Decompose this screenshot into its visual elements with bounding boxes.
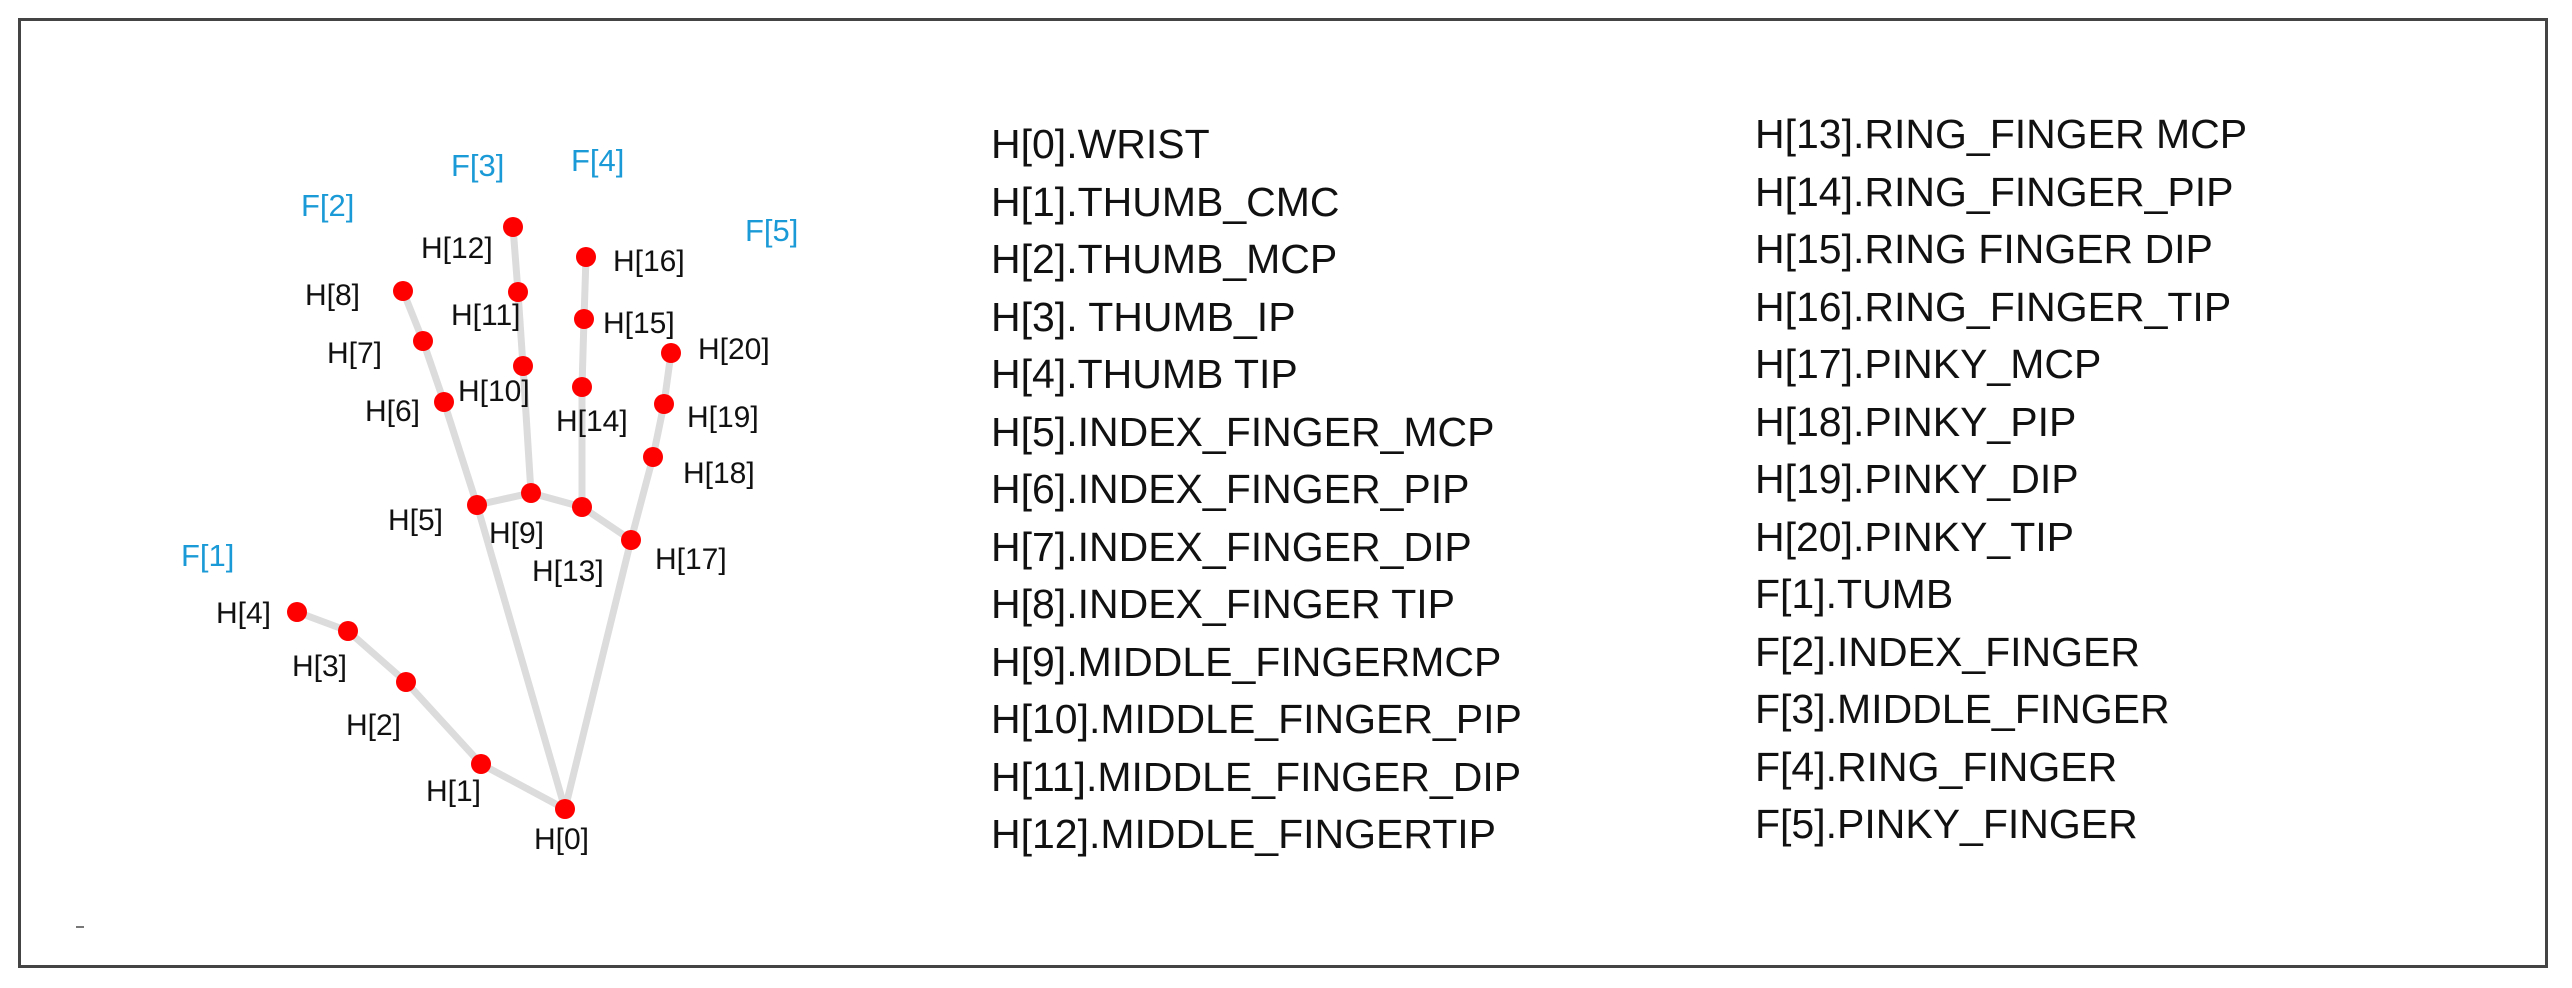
finger-label-f5: F[5]: [745, 213, 798, 248]
legend-col2-item: H[18].PINKY_PIP: [1755, 398, 2077, 445]
landmark-label-h11: H[11]: [451, 299, 520, 332]
legend-col1-item: H[6].INDEX_FINGER_PIP: [991, 466, 1470, 512]
legend-col1-item: H[5].INDEX_FINGER_MCP: [991, 408, 1495, 455]
legend-col2-item: H[19].PINKY_DIP: [1755, 456, 2079, 502]
finger-label-f3: F[3]: [451, 148, 504, 183]
joint-h10: [513, 356, 533, 376]
legend-col1-item: H[12].MIDDLE_FINGERTIP: [991, 811, 1497, 857]
joint-h0: [555, 799, 575, 819]
stray-mark: [76, 926, 84, 928]
finger-label-f2: F[2]: [301, 188, 354, 223]
bone-0-5: [473, 501, 569, 813]
legend-col2-item: F[1].TUMB: [1755, 571, 1954, 617]
joint-h18: [643, 447, 663, 467]
joint-h7: [413, 331, 433, 351]
landmark-label-h20: H[20]: [698, 333, 770, 366]
joint-h3: [338, 621, 358, 641]
joint-h4: [287, 602, 307, 622]
bone-10-11: [514, 288, 527, 370]
bone-0-1: [477, 760, 569, 813]
bone-5-6: [440, 398, 481, 509]
legend-col1-item: H[2].THUMB_MCP: [991, 236, 1338, 282]
landmark-label-h3: H[3]: [292, 650, 347, 683]
joint-h9: [521, 483, 541, 503]
joint-h13: [572, 497, 592, 517]
landmark-label-h0: H[0]: [534, 823, 589, 856]
bone-6-7: [419, 337, 448, 406]
legend-col1-item: H[10].MIDDLE_FINGER_PIP: [991, 696, 1522, 742]
joint-h14: [572, 377, 592, 397]
landmark-label-h2: H[2]: [346, 709, 401, 742]
joint-h5: [467, 495, 487, 515]
legend-col2-item: H[20].PINKY_TIP: [1755, 513, 2075, 560]
legend-col1-item: H[0].WRIST: [991, 121, 1210, 167]
figure-frame: H[0] H[1] H[2] H[3] H[4] H[5] H[6] H[7] H[8] H[9]…: [18, 18, 2548, 968]
legend-col2-item: H[14].RING_FINGER_PIP: [1755, 168, 2234, 215]
bone-11-12: [509, 223, 522, 296]
joint-h11: [508, 282, 528, 302]
joint-h6: [434, 392, 454, 412]
bone-1-2: [402, 678, 485, 768]
landmark-label-h5: H[5]: [388, 504, 443, 537]
legend-col1-item: H[4].THUMB TIP: [991, 351, 1298, 397]
finger-label-f4: F[4]: [571, 143, 624, 178]
landmark-label-h4: H[4]: [216, 597, 271, 630]
legend-col1-item: H[3]. THUMB_IP: [991, 293, 1296, 340]
legend-col2-item: H[17].PINKY_MCP: [1755, 341, 2102, 387]
joint-h15: [574, 309, 594, 329]
landmark-label-h9: H[9]: [489, 517, 544, 550]
bone-0-17: [561, 536, 635, 813]
bone-15-16: [580, 253, 590, 323]
finger-label-f1: F[1]: [181, 538, 234, 573]
landmark-label-h1: H[1]: [426, 775, 481, 808]
hand-landmark-diagram: H[0] H[1] H[2] H[3] H[4] H[5] H[6] H[7] H[8] H[9]…: [181, 143, 798, 856]
landmark-label-h10: H[10]: [458, 375, 530, 408]
bone-2-3: [344, 627, 410, 686]
legend-col2-item: F[5].PINKY_FINGER: [1755, 801, 2138, 847]
legend-col1-item: H[1].THUMB_CMC: [991, 178, 1340, 225]
landmark-label-h8: H[8]: [305, 279, 360, 312]
bone-14-15: [578, 315, 588, 391]
joint-h17: [621, 530, 641, 550]
landmark-label-h7: H[7]: [327, 337, 382, 370]
joint-h20: [661, 343, 681, 363]
joint-h16: [576, 247, 596, 267]
landmark-label-h18: H[18]: [683, 457, 755, 490]
landmark-label-h15: H[15]: [603, 307, 675, 340]
legend-col2-item: F[3].MIDDLE_FINGER: [1755, 686, 2170, 732]
legend-col2-item: H[16].RING_FINGER_TIP: [1755, 283, 2232, 330]
legend-col2-item: F[2].INDEX_FINGER: [1755, 628, 2141, 675]
landmark-label-h12: H[12]: [421, 232, 493, 265]
joint-h1: [471, 754, 491, 774]
landmark-label-h14: H[14]: [556, 405, 628, 438]
bone-9-10: [519, 362, 535, 497]
legend-col1-item: H[8].INDEX_FINGER TIP: [991, 581, 1456, 627]
joint-h19: [654, 394, 674, 414]
legend-col2-item: H[13].RING_FINGER MCP: [1755, 111, 2248, 157]
landmark-label-h19: H[19]: [687, 401, 759, 434]
legend-col2-item: H[15].RING FINGER DIP: [1755, 226, 2213, 272]
legend-col2-item: F[4].RING_FINGER: [1755, 743, 2118, 790]
landmark-label-h16: H[16]: [613, 245, 685, 278]
joint-h2: [396, 672, 416, 692]
joint-h12: [503, 217, 523, 237]
joint-h8: [393, 281, 413, 301]
landmark-label-h17: H[17]: [655, 543, 727, 576]
legend-col1-item: H[9].MIDDLE_FINGERMCP: [991, 638, 1502, 685]
landmark-label-h13: H[13]: [532, 555, 604, 588]
landmark-label-h6: H[6]: [365, 395, 420, 428]
bone-17-18: [627, 453, 657, 544]
legend-col1-item: H[11].MIDDLE_FINGER_DIP: [991, 753, 1522, 800]
legend-col1-item: H[7].INDEX_FINGER_DIP: [991, 523, 1472, 570]
